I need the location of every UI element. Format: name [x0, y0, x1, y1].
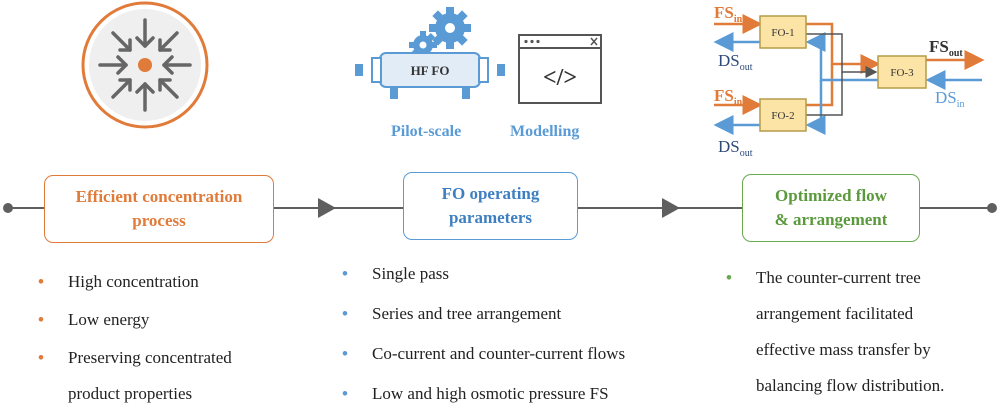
fo-flow-diagram: FO-1 FO-2 FO-3 FSin DSout FSin DSout FSo… [713, 3, 985, 159]
concentration-target-icon [81, 1, 209, 129]
stage1-title-line1: Efficient concentration [75, 187, 243, 206]
caption-pilot-scale: Pilot-scale [391, 123, 462, 140]
list-item-continuation: product properties [68, 384, 193, 403]
list-item-continuation: arrangement facilitated [756, 304, 914, 323]
stage2-title-line1: FO operating [441, 184, 540, 203]
stage2-title-line2: parameters [448, 208, 533, 227]
fo-module-1-label: FO-1 [771, 27, 794, 39]
module-label: HF FO [411, 63, 450, 78]
timeline-end-dot [987, 203, 997, 213]
fo-module-3-label: FO-3 [890, 67, 914, 79]
stage3-title-line2: & arrangement [774, 210, 888, 229]
ds-out-label: DSout [718, 51, 753, 73]
stage-box-optimized-flow: Optimized flow & arrangement [742, 174, 920, 242]
ds-out-label: DSout [718, 137, 753, 159]
stage-box-efficient-concentration: Efficient concentration process [44, 175, 274, 243]
list-item-continuation: balancing flow distribution. [756, 376, 945, 395]
caption-modelling: Modelling [510, 123, 580, 140]
fo-module-2-label: FO-2 [771, 110, 794, 122]
timeline-arrow-1 [318, 198, 336, 218]
list-item-continuation: effective mass transfer by [756, 340, 931, 359]
ds-in-label: DSin [935, 88, 965, 110]
code-window-icon: </> [518, 34, 602, 104]
fs-in-label: FSin [714, 3, 743, 25]
timeline-arrow-2 [662, 198, 680, 218]
timeline-start-dot [3, 203, 13, 213]
list-item: •High concentration [38, 272, 199, 291]
stage1-title-line2: process [132, 211, 186, 230]
fs-out-label: FSout [929, 37, 963, 59]
list-item: •Series and tree arrangement [342, 304, 562, 323]
list-item: •Preserving concentrated [38, 348, 232, 367]
list-item: •Low energy [38, 310, 150, 329]
list-item: •Single pass [342, 264, 449, 283]
list-item: •The counter-current tree [726, 268, 921, 287]
fs-in-label: FSin [714, 86, 743, 108]
stage1-bullet-list: •High concentration •Low energy •Preserv… [34, 272, 232, 404]
stage3-bullet-list: •The counter-current tree arrangement fa… [722, 268, 944, 396]
stage3-title-line1: Optimized flow [775, 186, 887, 205]
stage-box-fo-operating-parameters: FO operating parameters [403, 172, 578, 240]
hollow-fiber-module-gears-icon: HF FO [355, 7, 505, 99]
code-symbol: </> [543, 65, 577, 91]
stage2-bullet-list: •Single pass •Series and tree arrangemen… [338, 264, 625, 404]
list-item: •Co-current and counter-current flows [342, 344, 626, 363]
list-item: •Low and high osmotic pressure FS [342, 384, 609, 403]
